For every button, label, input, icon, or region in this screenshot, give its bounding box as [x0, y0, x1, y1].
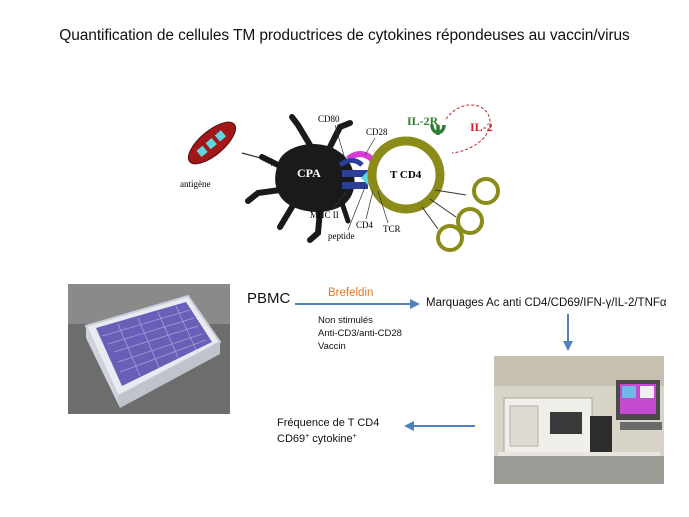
condition-anti-cd3-cd28: Anti-CD3/anti-CD28 — [318, 328, 402, 339]
antigen-particle — [187, 121, 237, 165]
cd80-label: CD80 — [318, 114, 340, 124]
proliferating-cell-3 — [436, 224, 464, 252]
frequency-marker-cytokine: cytokine — [309, 433, 353, 445]
cd80-ligand — [338, 158, 364, 168]
mhc2-label: MHC II — [310, 210, 339, 220]
proliferating-cell-2 — [456, 207, 484, 235]
frequency-sup-2: + — [352, 433, 357, 440]
plate-wells — [96, 302, 212, 386]
il2-feedback-loop — [445, 104, 491, 154]
proliferation-arrow-3 — [421, 206, 439, 230]
slide-title: Quantification de cellules TM productric… — [59, 27, 630, 44]
tcd4-label: T CD4 — [390, 169, 422, 181]
marking-label: Marquages Ac anti CD4/CD69/IFN-γ/IL-2/TN… — [426, 297, 667, 309]
brefeldin-label: Brefeldin — [328, 287, 374, 299]
frequency-line-1: Fréquence de T CD4 — [277, 417, 380, 429]
il2-label: IL-2 — [470, 120, 493, 134]
condition-unstimulated: Non stimulés — [318, 315, 373, 326]
flow-cytometer-photo — [494, 356, 664, 484]
arrowhead-cytometer-to-frequency — [404, 421, 414, 431]
proliferating-cell-1 — [472, 177, 500, 205]
frequency-line-2: CD69+ cytokine+ — [277, 433, 357, 445]
frequency-sup-1: + — [305, 433, 310, 440]
proliferation-arrow-1 — [434, 189, 467, 196]
condition-vaccine: Vaccin — [318, 341, 346, 352]
apc-label: CPA — [297, 166, 321, 180]
apc-cell — [245, 114, 355, 243]
mhc2-molecule-lower — [342, 182, 368, 189]
il2r-receptor — [430, 124, 446, 135]
proliferation-arrow-2 — [429, 198, 457, 218]
mhc2-molecule — [342, 170, 368, 177]
pbmc-label: PBMC — [247, 290, 291, 307]
cd4-label: CD4 — [356, 220, 374, 230]
peptide-label: peptide — [328, 231, 355, 241]
well-plate-photo — [68, 284, 230, 414]
il2r-label: IL-2R — [407, 114, 439, 128]
tcr-label: TCR — [383, 224, 401, 234]
arrowhead-marking-to-cytometer — [563, 341, 573, 351]
antigen-label: antigène — [180, 179, 211, 189]
arrowhead-pbmc-to-marking — [410, 299, 420, 309]
cell-interaction-diagram: antigène CPA T CD4 IL-2R IL-2 CD80 CD28 … — [180, 104, 500, 252]
tcd4-cell — [367, 136, 445, 214]
frequency-marker-cd69: CD69 — [277, 433, 306, 445]
cd28-label: CD28 — [366, 127, 388, 137]
